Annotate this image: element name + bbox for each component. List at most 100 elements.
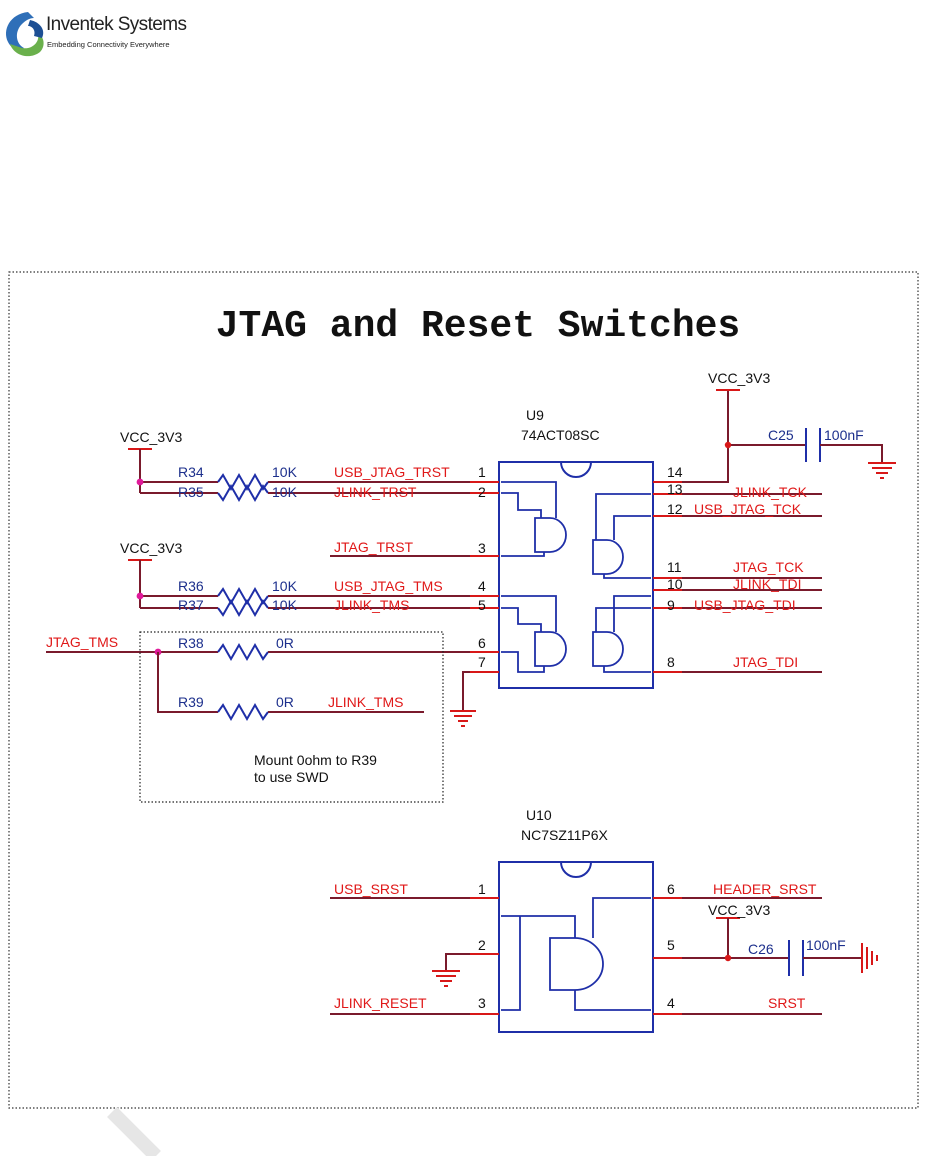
c26-value: 100nF	[806, 937, 846, 953]
net-jtag-trst: JTAG_TRST	[334, 539, 414, 555]
u10-pin-1: 1	[478, 881, 486, 897]
vcc-left2-label: VCC_3V3	[120, 540, 182, 556]
c25-junction	[724, 441, 732, 449]
net-usb-jtag-trst: USB_JTAG_TRST	[334, 464, 450, 480]
c26-capacitor	[728, 940, 878, 976]
vcc-top-label: VCC_3V3	[708, 370, 770, 386]
swd-note-line1: Mount 0ohm to R39	[254, 752, 377, 768]
r35-value: 10K	[272, 484, 298, 500]
vcc-left1-symbol	[128, 448, 152, 493]
r37-ref: R37	[178, 597, 204, 613]
r34-value: 10K	[272, 464, 298, 480]
u9-pin-7: 7	[478, 654, 486, 670]
u10-ic	[498, 861, 654, 1033]
r34-junction	[136, 478, 144, 486]
u10-pin-5: 5	[667, 937, 675, 953]
u9-pin7-ground	[450, 671, 476, 727]
vcc-u10-symbol	[682, 917, 740, 959]
r35-resistor	[140, 483, 300, 503]
u9-pin-13: 13	[667, 481, 683, 497]
u9-pin-12: 12	[667, 501, 683, 517]
r37-resistor	[140, 598, 300, 618]
r35-ref: R35	[178, 484, 204, 500]
u9-pin-9: 9	[667, 597, 675, 613]
net-jlink-reset: JLINK_RESET	[334, 995, 427, 1011]
u9-pin-3: 3	[478, 540, 486, 556]
net-usb-srst: USB_SRST	[334, 881, 408, 897]
u10-ref: U10	[526, 807, 552, 823]
net-usb-jtag-tms: USB_JTAG_TMS	[334, 578, 443, 594]
u9-left-nets	[290, 481, 470, 653]
vcc-left2-symbol	[128, 559, 152, 608]
u9-ref: U9	[526, 407, 544, 423]
u9-part: 74ACT08SC	[521, 427, 600, 443]
net-header-srst: HEADER_SRST	[713, 881, 817, 897]
logo-mark-icon	[6, 12, 44, 57]
u9-pin-8: 8	[667, 654, 675, 670]
c25-ref: C25	[768, 427, 794, 443]
vcc-u10-label: VCC_3V3	[708, 902, 770, 918]
r38-ref: R38	[178, 635, 204, 651]
swd-note-line2: to use SWD	[254, 769, 329, 785]
r39-resistor	[157, 652, 424, 722]
u10-pin-6: 6	[667, 881, 675, 897]
logo-company-name: Inventek Systems	[46, 14, 186, 35]
schematic-frame	[8, 271, 919, 1109]
u9-and-gate-1	[501, 481, 567, 557]
u10-pin2-ground	[432, 970, 460, 987]
u10-part: NC7SZ11P6X	[521, 827, 609, 843]
u9-pin-5: 5	[478, 597, 486, 613]
net-jlink-trst: JLINK_TRST	[334, 484, 417, 500]
net-srst: SRST	[768, 995, 806, 1011]
u10-pins	[470, 897, 682, 1015]
u9-left-pins	[470, 481, 499, 673]
u10-pin-4: 4	[667, 995, 675, 1011]
u9-pin-11: 11	[667, 559, 682, 575]
c26-junction	[724, 954, 732, 962]
r34-ref: R34	[178, 464, 204, 480]
r38-value: 0R	[276, 635, 294, 651]
r39-value: 0R	[276, 694, 294, 710]
r38-resistor	[217, 642, 290, 662]
u10-pin-3: 3	[478, 995, 486, 1011]
company-logo: Inventek Systems Embedding Connectivity …	[6, 12, 187, 57]
u9-right-pins	[653, 481, 682, 673]
logo-tagline: Embedding Connectivity Everywhere	[47, 40, 170, 49]
u9-pin-10: 10	[667, 576, 683, 592]
u9-and-gate-2	[592, 493, 651, 579]
u9-right-nets	[682, 390, 822, 673]
net-jlink-tms-2: JLINK_TMS	[328, 694, 403, 710]
u9-and-gate-3	[501, 595, 567, 673]
u9-and-gate-4	[592, 595, 651, 673]
u9-pin-1: 1	[478, 464, 486, 480]
r39-ref: R39	[178, 694, 204, 710]
u10-pin-2: 2	[478, 937, 486, 953]
r36-value: 10K	[272, 578, 298, 594]
net-usb-jtag-tck: USB_JTAG_TCK	[694, 501, 802, 517]
u10-and-gate	[501, 897, 651, 1011]
r36-ref: R36	[178, 578, 204, 594]
u9-pin-14: 14	[667, 464, 683, 480]
u10-nets	[330, 897, 822, 1015]
r36-resistor	[140, 586, 300, 606]
r37-value: 10K	[272, 597, 298, 613]
r36-junction	[136, 592, 144, 600]
net-jlink-tms: JLINK_TMS	[334, 597, 409, 613]
watermark-stroke	[107, 1107, 161, 1156]
c25-value: 100nF	[824, 427, 864, 443]
c25-capacitor	[728, 428, 896, 479]
vcc-left1-label: VCC_3V3	[120, 429, 182, 445]
net-jtag-tms: JTAG_TMS	[46, 634, 118, 650]
schematic-title: JTAG and Reset Switches	[216, 305, 741, 348]
net-jlink-tdi: JLINK_TDI	[733, 576, 801, 592]
net-jlink-tck: JLINK_TCK	[733, 484, 808, 500]
net-usb-jtag-tdi: USB_JTAG_TDI	[694, 597, 796, 613]
u9-ic	[498, 461, 654, 689]
u9-pin-2: 2	[478, 484, 486, 500]
net-jtag-tck: JTAG_TCK	[733, 559, 804, 575]
net-jtag-tdi: JTAG_TDI	[733, 654, 798, 670]
u9-pin-6: 6	[478, 635, 486, 651]
swd-note-box	[139, 631, 444, 803]
c26-ref: C26	[748, 941, 774, 957]
